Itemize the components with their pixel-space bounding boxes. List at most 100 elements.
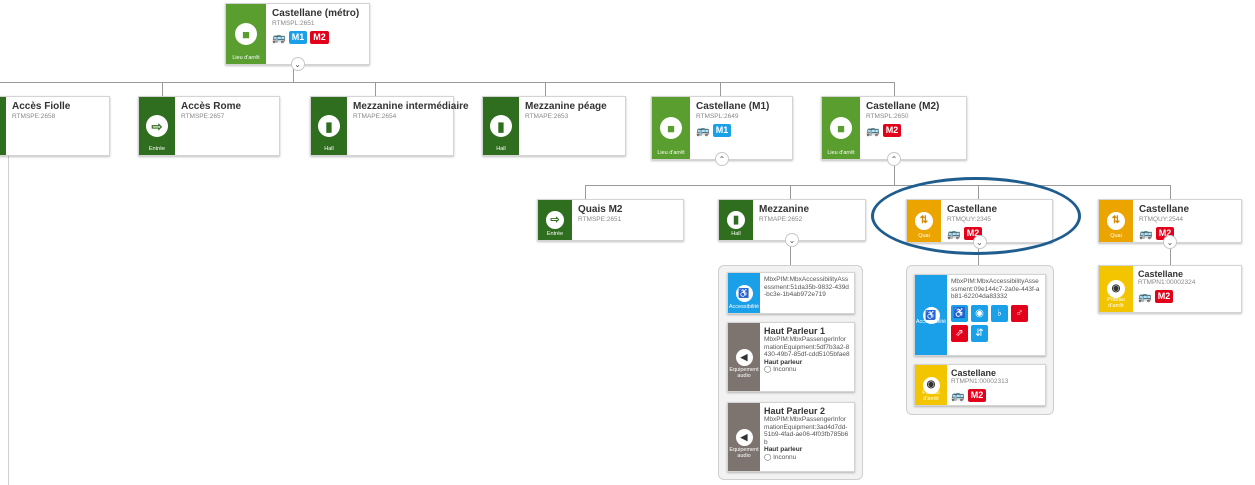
stop-point-icon: ◉ — [1107, 280, 1125, 298]
node-code: RTMPN1:00002324 — [1138, 279, 1196, 286]
node-card-castellane-m2[interactable]: ■ Lieu d'arrêt Castellane (M2) RTMSPL:26… — [821, 96, 967, 166]
node-card-mezzanine-peage[interactable]: ▮ Hall Mezzanine péage RTMAPE:2653 — [482, 96, 626, 156]
speaker-icon: ◀ — [735, 428, 753, 446]
node-card-mezzanine-intermediaire[interactable]: ▮ Hall Mezzanine intermédiaire RTMAPE:26… — [310, 96, 469, 156]
node-identifier: MbxPIM:MbxAccessibilityAssessment:09e144… — [951, 278, 1040, 300]
node-category: Accessibilité — [728, 304, 760, 310]
node-code: RTMQUY:2544 — [1139, 216, 1183, 223]
status-text: Inconnu — [773, 453, 797, 461]
connector — [585, 185, 1171, 186]
node-card-castellane-quai-2544[interactable]: ⇅ Quai Castellane RTMQUY:2544 🚌 M2 ⌄ — [1098, 199, 1242, 249]
node-category-strip: ♿ Accessibilité — [915, 275, 947, 355]
node-code: RTMSPL:2650 — [866, 113, 909, 120]
hall-icon: ▮ — [490, 115, 512, 137]
connector — [293, 68, 294, 82]
node-category: Hall — [324, 146, 334, 152]
node-category: Equipement audio — [729, 367, 759, 379]
bus-icon: 🚌 — [1139, 227, 1153, 240]
status-icon: ◯ — [764, 366, 772, 373]
node-title: Castellane — [1138, 269, 1184, 279]
expand-toggle[interactable]: ⌃ — [715, 152, 729, 166]
status-icon: ◯ — [764, 453, 772, 461]
stop-point-card[interactable]: ◉ Poteau d'arrêt Castellane RTMPN1:00002… — [914, 364, 1046, 406]
node-category-strip: ⇨ Entrée — [139, 97, 175, 155]
node-category: Equipement audio — [729, 447, 759, 459]
node-category: Quai — [1110, 233, 1122, 239]
accessibility-card[interactable]: ♿ Accessibilité MbxPIM:MbxAccessibilityA… — [727, 272, 855, 314]
node-category: Poteau d'arrêt — [1107, 297, 1125, 309]
connector — [790, 245, 791, 265]
node-category-strip: ▮ Hall — [311, 97, 347, 155]
collapse-toggle[interactable]: ⌄ — [290, 57, 305, 71]
bus-icon: 🚌 — [951, 389, 965, 402]
equipment-type: Haut parleur — [764, 446, 803, 453]
entrance-icon: ⇨ — [146, 115, 168, 137]
node-category: Lieu d'arrêt — [657, 150, 685, 156]
root-node-card[interactable]: ■ Lieu d'arrêt Castellane (métro) RTMSPL… — [225, 3, 370, 71]
node-category-strip: ◀ Equipement audio — [728, 403, 760, 471]
line-badge-m2: M2 — [882, 124, 902, 137]
node-identifier: MbxPIM:MbxPassengerInformationEquipment:… — [764, 416, 849, 446]
speaker-card-1[interactable]: ◀ Equipement audio Haut Parleur 1 MbxPIM… — [727, 322, 855, 392]
mezzanine-equipment-group: ♿ Accessibilité MbxPIM:MbxAccessibilityA… — [718, 265, 863, 480]
highlight-ellipse — [871, 177, 1081, 255]
node-card-mezzanine[interactable]: ▮ Hall Mezzanine RTMAPE:2652 ⌄ — [718, 199, 866, 247]
node-category-strip — [0, 97, 6, 155]
node-category: Hall — [496, 146, 506, 152]
collapse-toggle[interactable]: ⌄ — [1163, 235, 1177, 249]
node-title: Accès Fiolle — [12, 101, 71, 112]
stop-point-icon: ◉ — [922, 376, 940, 394]
node-title: Castellane (M1) — [696, 101, 770, 112]
node-card-quais-m2[interactable]: ⇨ Entrée Quais M2 RTMSPE:2651 — [537, 199, 684, 241]
node-title: Mezzanine intermédiaire — [353, 101, 469, 112]
speaker-card-2[interactable]: ◀ Equipement audio Haut Parleur 2 MbxPIM… — [727, 402, 855, 472]
hall-icon: ▮ — [318, 115, 340, 137]
node-title: Haut Parleur 1 — [764, 326, 826, 336]
line-badge-m1: M1 — [288, 31, 308, 44]
station-icon: ■ — [235, 23, 257, 45]
node-category-strip: ▮ Hall — [719, 200, 753, 240]
node-identifier: MbxPIM:MbxAccessibilityAssessment:51da35… — [764, 276, 849, 298]
node-title: Castellane — [951, 368, 997, 378]
node-title: Castellane (M2) — [866, 101, 940, 112]
node-category: Entrée — [148, 146, 166, 152]
node-code: RTMSPE:2651 — [578, 216, 622, 223]
node-title: Haut Parleur 2 — [764, 406, 826, 416]
speaker-icon: ◀ — [735, 348, 753, 366]
node-card-acces-fiolle[interactable]: Accès Fiolle RTMSPE:2658 — [0, 96, 110, 156]
node-category: Hall — [731, 231, 741, 237]
node-card-castellane-m1[interactable]: ■ Lieu d'arrêt Castellane (M1) RTMSPL:26… — [651, 96, 793, 166]
expand-toggle[interactable]: ⌃ — [887, 152, 901, 166]
node-category-strip: ◉ Poteau d'arrêt — [915, 365, 947, 405]
node-category: Entrée — [546, 231, 564, 237]
hall-icon: ▮ — [727, 211, 745, 229]
node-category: Lieu d'arrêt — [232, 55, 260, 61]
connector — [894, 82, 895, 96]
bus-icon: 🚌 — [696, 124, 710, 137]
node-code: RTMAPE:2653 — [525, 113, 569, 120]
wheelchair-icon: ♿ — [951, 304, 968, 322]
node-card-acces-rome[interactable]: ⇨ Entrée Accès Rome RTMSPE:2657 — [138, 96, 280, 156]
collapse-toggle[interactable]: ⌄ — [785, 233, 799, 247]
node-title: Castellane — [1139, 204, 1190, 215]
node-identifier: MbxPIM:MbxPassengerInformationEquipment:… — [764, 336, 850, 358]
connector — [720, 82, 721, 96]
node-category-strip: ▮ Hall — [483, 97, 519, 155]
node-code: RTMSPL:2651 — [272, 20, 315, 27]
station-icon: ■ — [660, 117, 682, 139]
node-code: RTMSPL:2649 — [696, 113, 739, 120]
node-title: Quais M2 — [578, 204, 623, 215]
node-category: Lieu d'arrêt — [827, 150, 855, 156]
connector — [585, 185, 586, 199]
status-text: Inconnu — [773, 366, 797, 373]
equipment-type: Haut parleur — [764, 358, 803, 366]
stop-point-card-right[interactable]: ◉ Poteau d'arrêt Castellane RTMPN1:00002… — [1098, 265, 1242, 313]
visual-icon: ◉ — [971, 304, 988, 322]
connector — [545, 82, 546, 96]
node-category-strip: ◉ Poteau d'arrêt — [1099, 266, 1133, 312]
accessibility-card[interactable]: ♿ Accessibilité MbxPIM:MbxAccessibilityA… — [914, 274, 1046, 356]
node-title: Castellane (métro) — [272, 8, 360, 19]
node-title: Mezzanine — [759, 204, 810, 215]
node-code: RTMAPE:2652 — [759, 216, 803, 223]
station-icon: ■ — [830, 117, 852, 139]
